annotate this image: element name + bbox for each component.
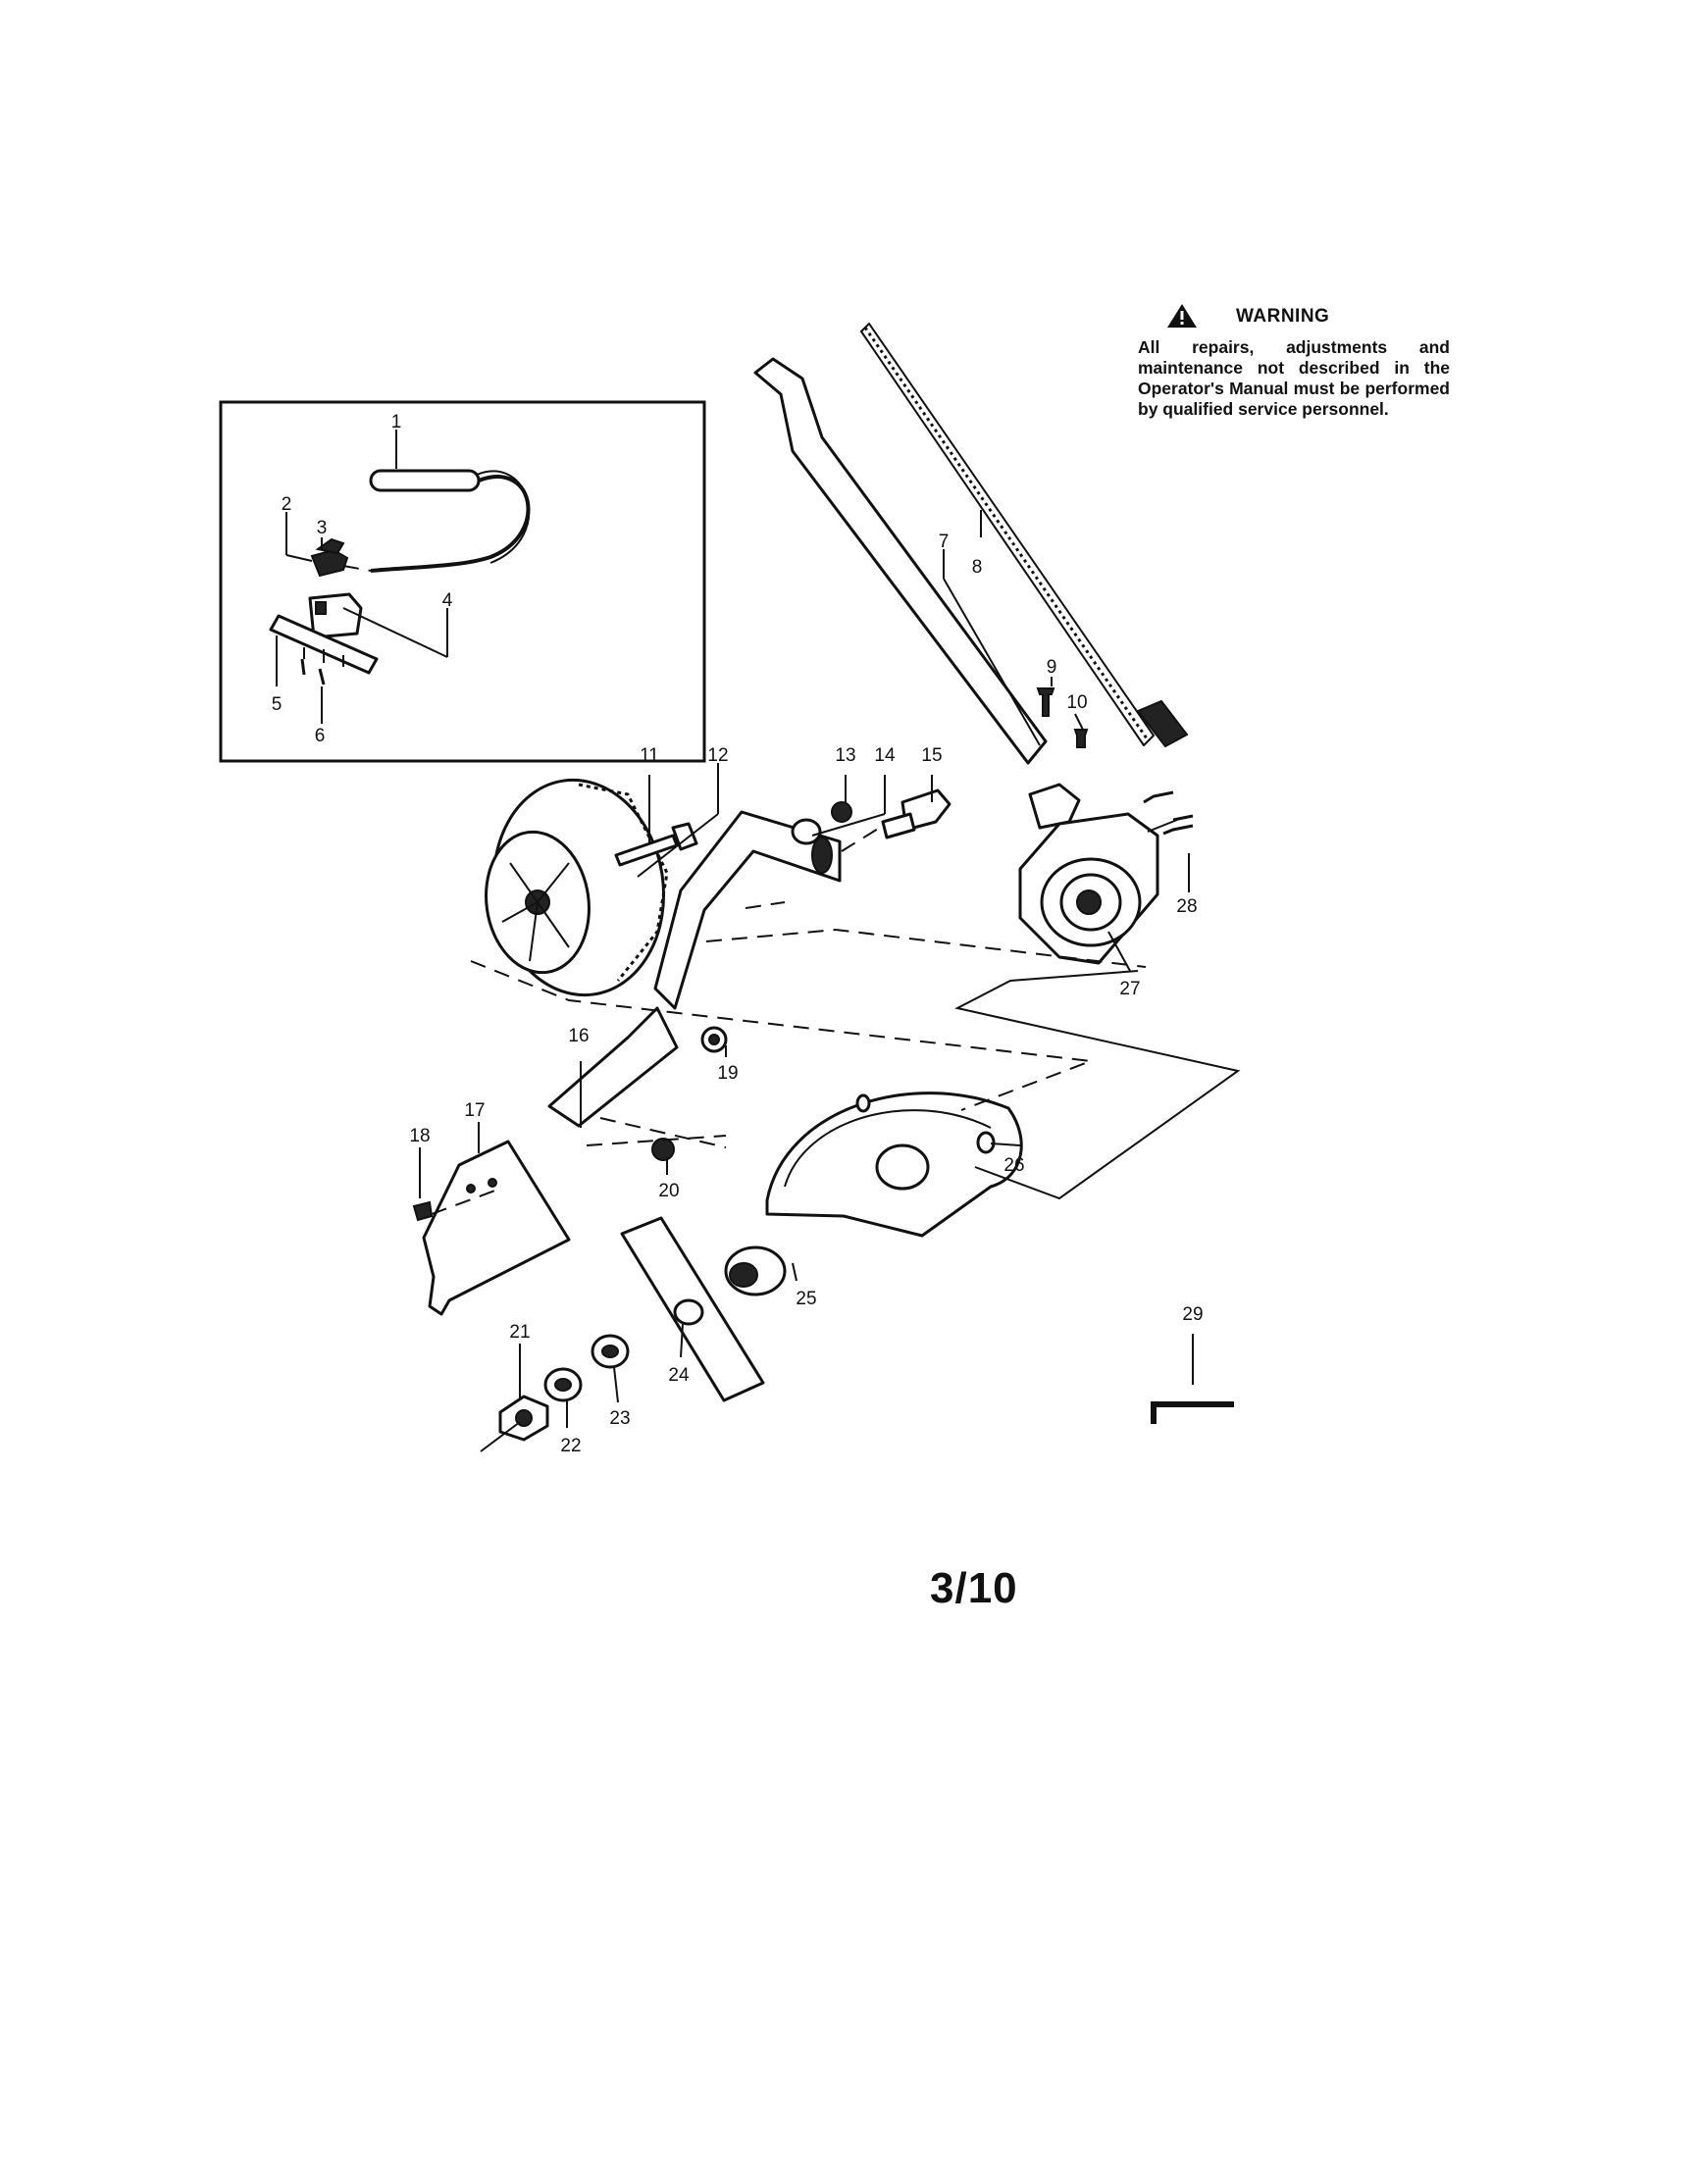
screw-18 bbox=[412, 1200, 434, 1222]
callout-1: 1 bbox=[391, 412, 402, 432]
callout-28: 28 bbox=[1176, 896, 1197, 917]
callout-13: 13 bbox=[835, 745, 855, 766]
blade-guard bbox=[765, 1092, 1023, 1238]
callout-9: 9 bbox=[1047, 657, 1057, 678]
flex-shaft bbox=[860, 323, 1189, 748]
callout-21: 21 bbox=[509, 1322, 530, 1343]
callout-4: 4 bbox=[442, 590, 453, 611]
hex-wrench bbox=[1151, 1401, 1234, 1424]
callout-24: 24 bbox=[668, 1365, 690, 1386]
screws-9-10 bbox=[1036, 687, 1089, 748]
callout-5: 5 bbox=[272, 694, 283, 715]
callout-10: 10 bbox=[1066, 692, 1087, 713]
throttle-cable bbox=[369, 469, 531, 573]
warning-notice: WARNING All repairs, adjustments and mai… bbox=[1138, 304, 1450, 420]
callout-27: 27 bbox=[1119, 979, 1140, 999]
nuts-19-20 bbox=[651, 1026, 728, 1161]
callout-22: 22 bbox=[560, 1436, 581, 1456]
callout-7: 7 bbox=[939, 532, 950, 552]
callout-18: 18 bbox=[409, 1126, 430, 1146]
callout-6: 6 bbox=[315, 726, 326, 746]
callout-15: 15 bbox=[921, 745, 942, 766]
alignment-lines bbox=[431, 825, 1147, 1215]
callout-16: 16 bbox=[568, 1026, 589, 1046]
leader-lines bbox=[276, 430, 1241, 1428]
screws-28 bbox=[1143, 790, 1194, 836]
blade-hardware bbox=[480, 1334, 630, 1452]
callout-26: 26 bbox=[1003, 1155, 1024, 1176]
callout-8: 8 bbox=[972, 557, 983, 578]
wheel bbox=[485, 778, 669, 997]
callout-20: 20 bbox=[658, 1181, 679, 1201]
page-number: 3/10 bbox=[930, 1564, 1018, 1612]
gear-housing bbox=[1018, 783, 1178, 965]
edge-guard bbox=[422, 1140, 571, 1316]
callout-labels: 1 2 3 4 5 6 7 8 9 10 11 12 13 14 15 16 1… bbox=[272, 412, 1204, 1456]
blade-adapter bbox=[724, 1245, 787, 1296]
callout-19: 19 bbox=[717, 1063, 738, 1084]
edger-blade bbox=[620, 1216, 765, 1402]
shaft-handle bbox=[753, 357, 1048, 765]
callout-11: 11 bbox=[640, 745, 659, 766]
cable-housing bbox=[269, 592, 379, 686]
cable-clamp bbox=[310, 537, 372, 578]
warning-text: All repairs, adjustments and maintenance… bbox=[1138, 337, 1450, 419]
adjustment-hardware bbox=[791, 788, 951, 845]
callout-23: 23 bbox=[609, 1408, 630, 1429]
callout-17: 17 bbox=[464, 1100, 485, 1121]
callout-14: 14 bbox=[874, 745, 896, 766]
inset-box bbox=[219, 400, 706, 763]
callout-29: 29 bbox=[1182, 1304, 1203, 1325]
callout-25: 25 bbox=[796, 1289, 816, 1309]
callout-3: 3 bbox=[317, 518, 328, 538]
warning-title: WARNING bbox=[1236, 306, 1330, 327]
warning-triangle-icon bbox=[1167, 304, 1197, 328]
callout-2: 2 bbox=[282, 494, 292, 515]
callout-12: 12 bbox=[707, 745, 728, 766]
